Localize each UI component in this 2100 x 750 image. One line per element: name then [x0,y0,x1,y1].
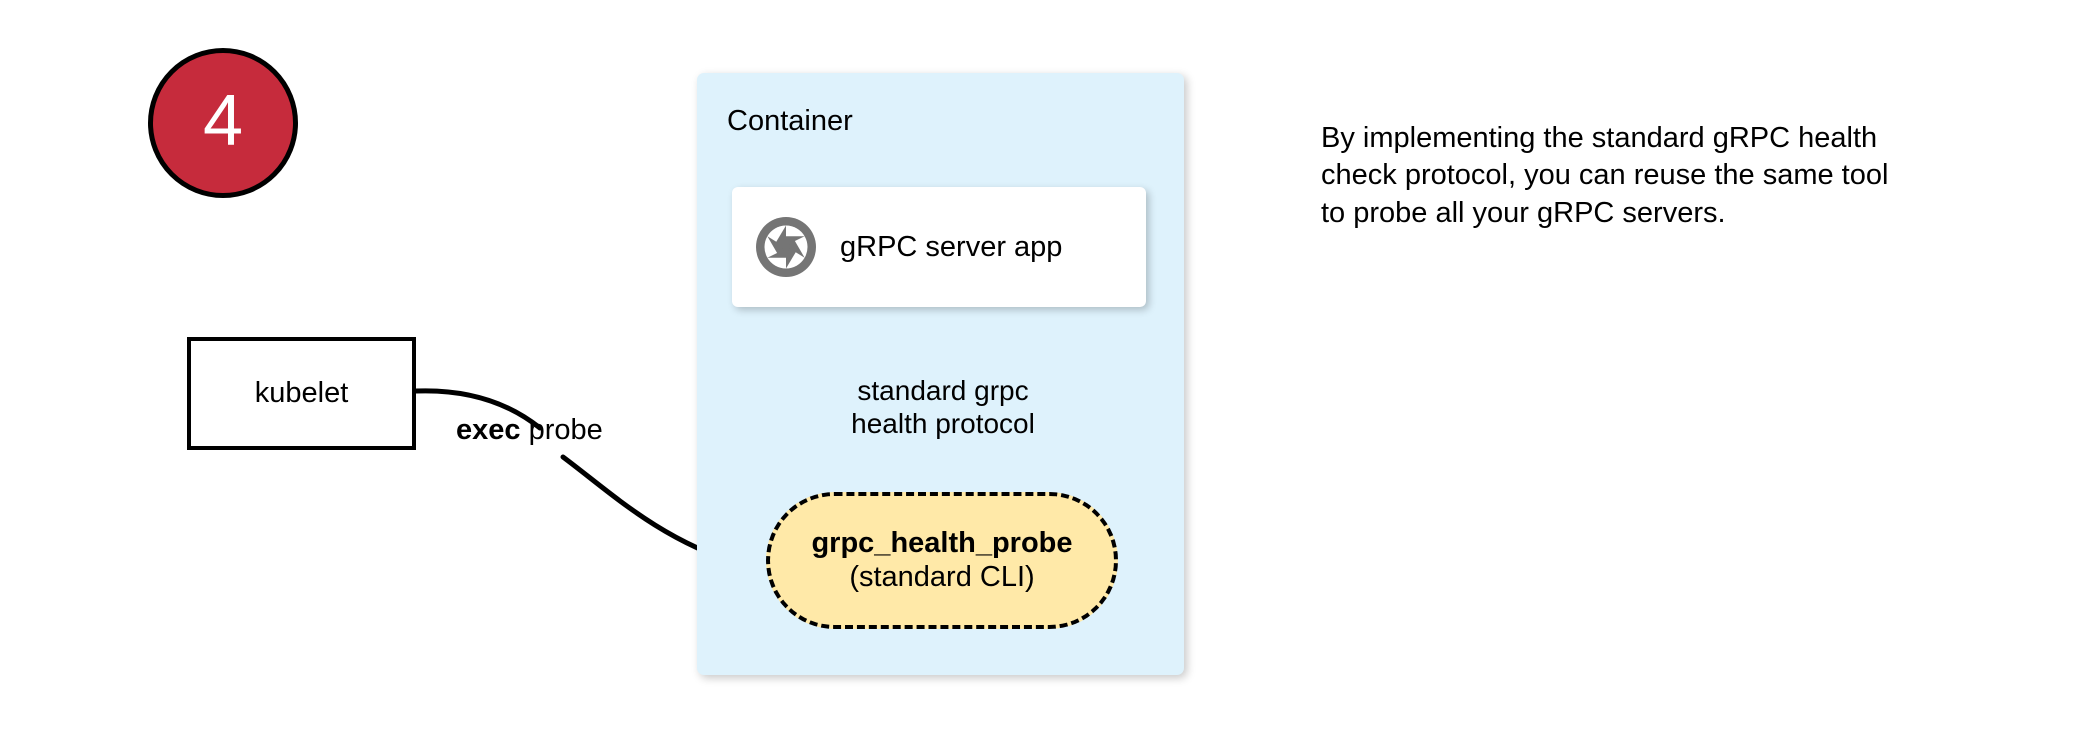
edge-label-health-protocol: standard grpc health protocol [838,375,1048,441]
node-kubelet-label: kubelet [254,377,349,409]
edge-label-exec-probe: exec probe [456,414,603,447]
node-grpc-server-app-label: gRPC server app [840,230,1063,263]
edge-label-health-protocol-line2: health protocol [851,407,1035,439]
step-badge: 4 [148,48,298,198]
step-badge-number: 4 [202,81,244,161]
node-grpc-health-probe-title: grpc_health_probe [811,527,1073,560]
node-kubelet[interactable]: kubelet [187,337,416,450]
aperture-icon [756,217,816,277]
node-grpc-health-probe-subtitle: (standard CLI) [849,560,1035,593]
edge-label-exec-probe-rest: probe [520,414,603,446]
node-container-title: Container [727,105,853,137]
node-grpc-server-app[interactable]: gRPC server app [732,187,1146,307]
edge-label-health-protocol-line1: standard grpc [857,375,1029,406]
caption-text: By implementing the standard gRPC health… [1321,122,1889,229]
edge-label-exec-probe-keyword: exec [456,414,521,446]
node-grpc-health-probe[interactable]: grpc_health_probe (standard CLI) [766,492,1118,629]
